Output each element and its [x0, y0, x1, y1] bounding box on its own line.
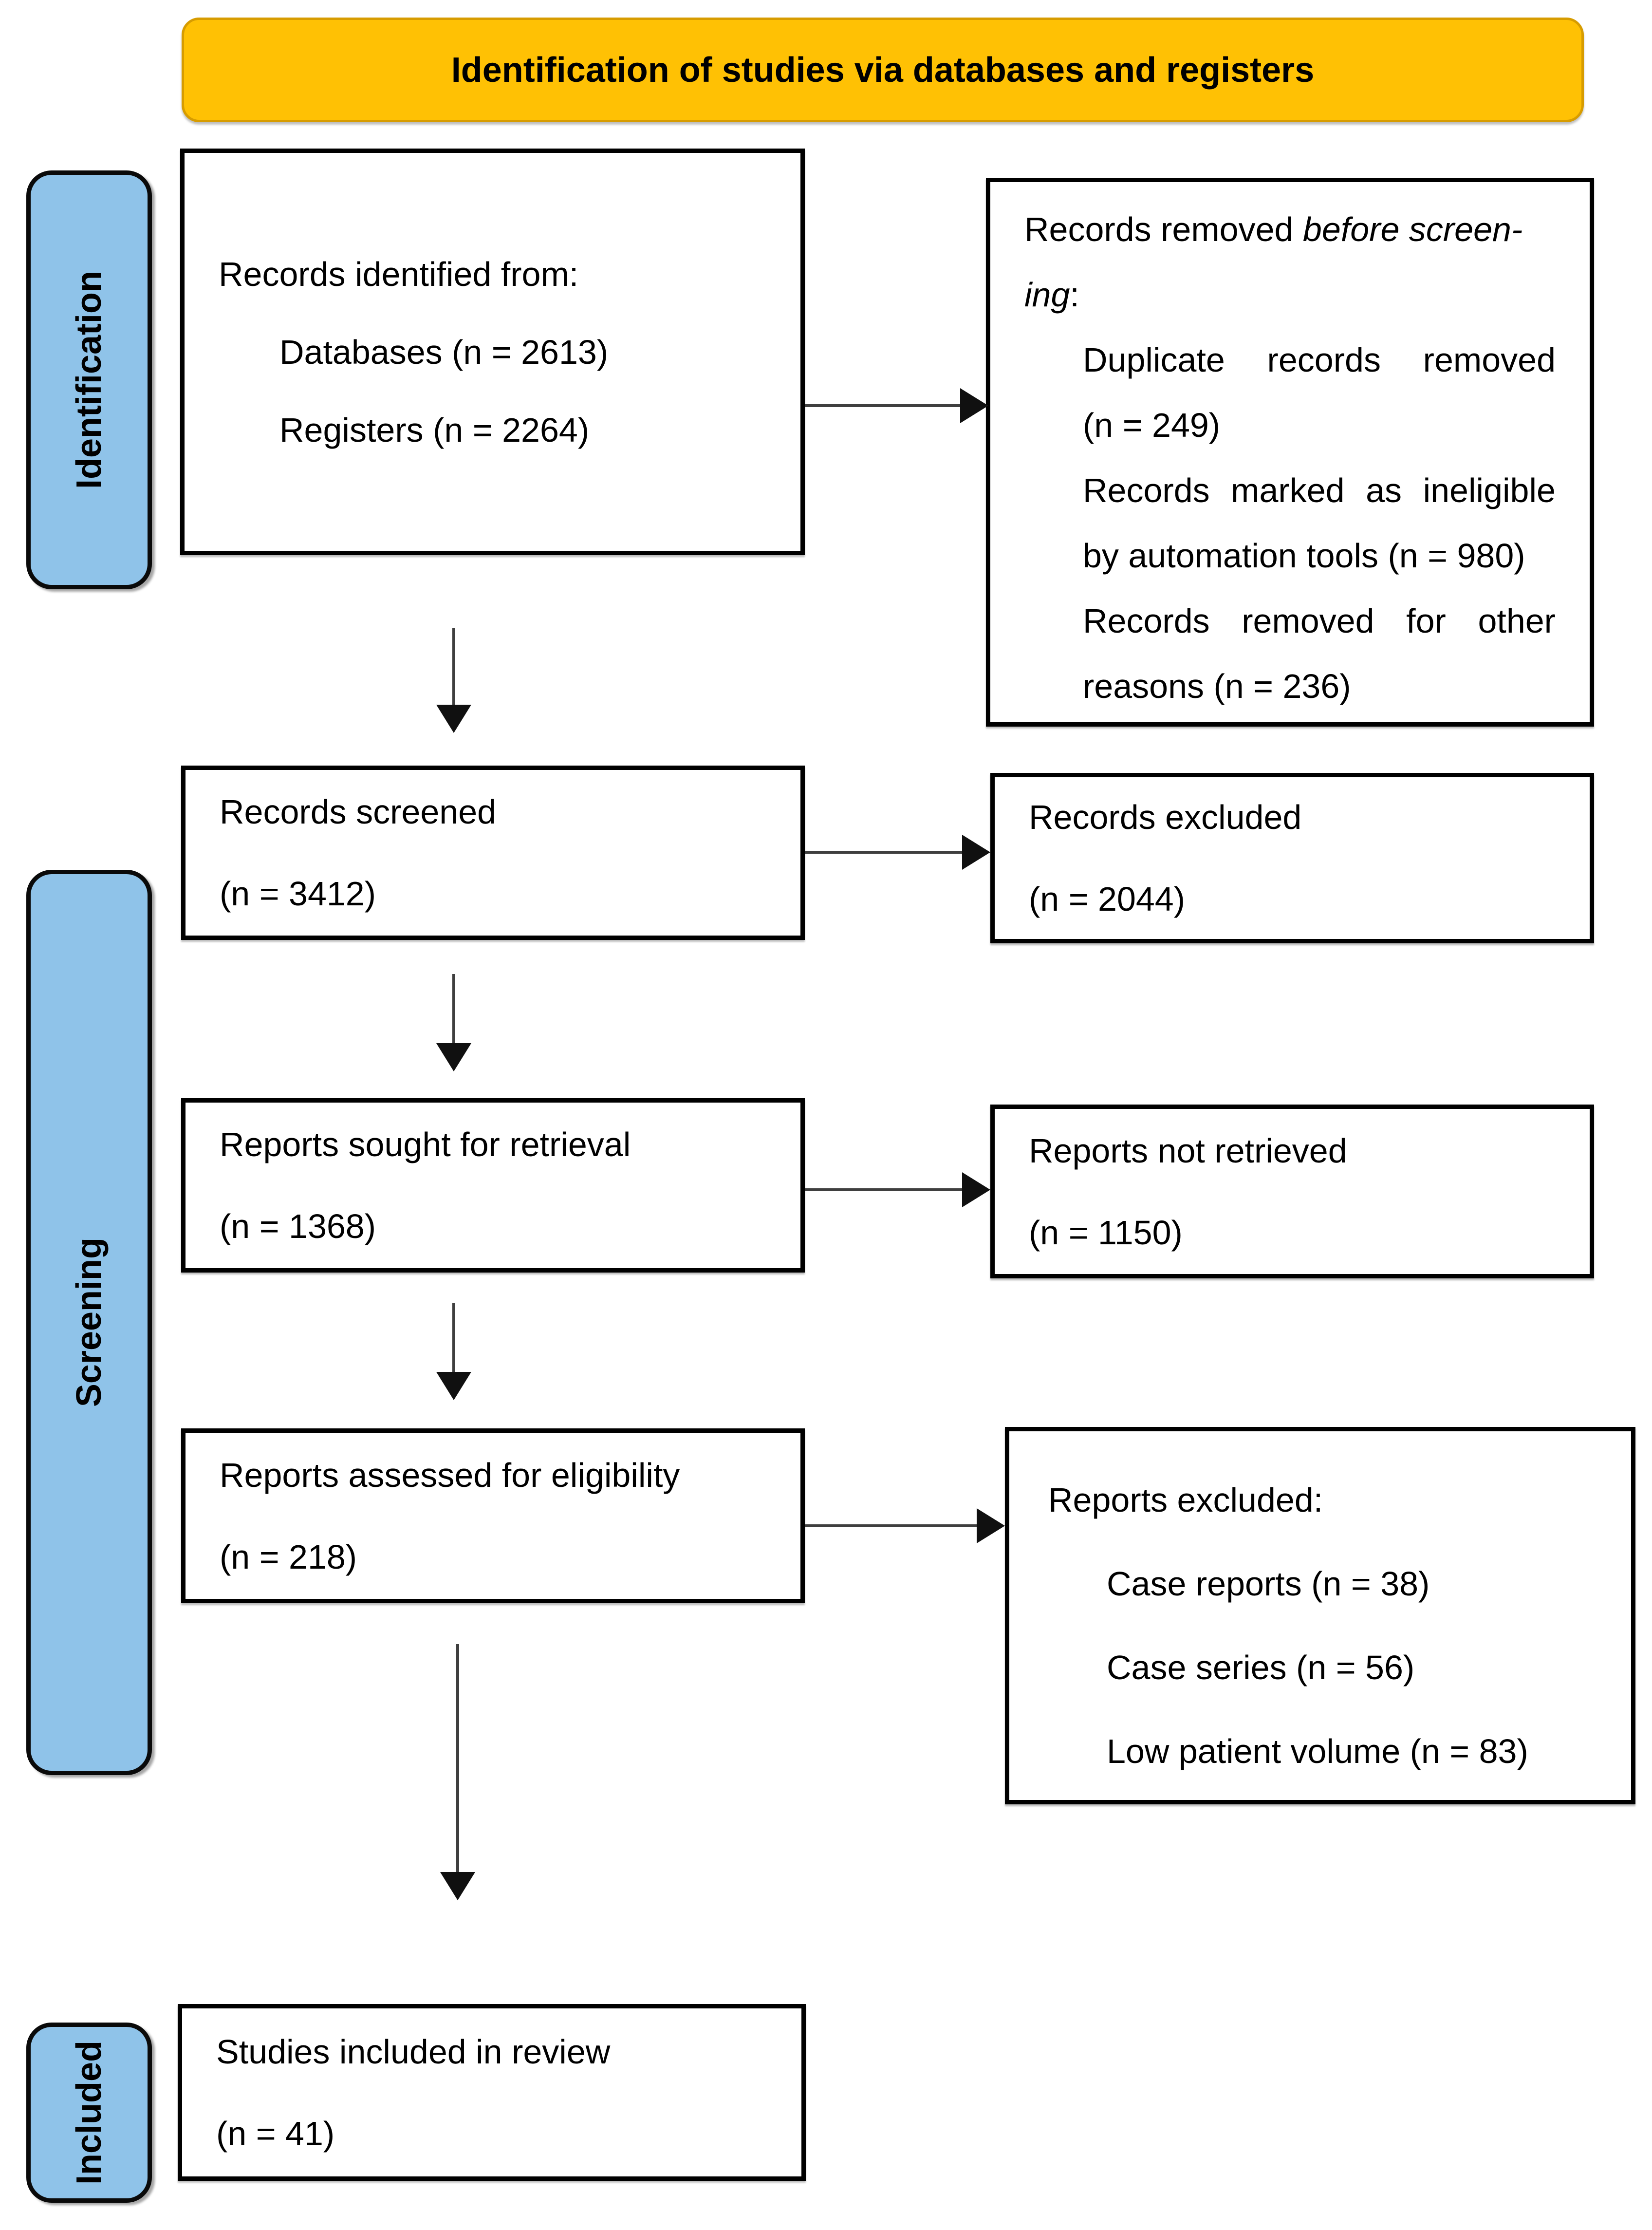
box-line: Records screened: [220, 793, 497, 831]
box-records-excluded: Records excluded (n = 2044): [990, 773, 1594, 943]
arrow-screened-to-sought: [436, 974, 471, 1071]
box-line: reasons (n = 236): [1083, 667, 1351, 705]
box-line: Reports not retrieved: [1029, 1131, 1347, 1170]
text-word: Duplicate: [1083, 341, 1225, 379]
box-line: (n = 41): [216, 2114, 335, 2153]
text-word: Records: [1083, 602, 1210, 640]
text-word: other: [1478, 602, 1556, 640]
box-line: Reports assessed for eligibility: [220, 1456, 680, 1494]
box-line: by automation tools (n = 980): [1083, 537, 1525, 575]
text-run: Records removed: [1024, 210, 1303, 248]
box-reports-assessed: Reports assessed for eligibility (n = 21…: [181, 1428, 805, 1603]
box-line: (n = 3412): [220, 875, 376, 913]
arrow-shaft: [456, 1644, 459, 1873]
arrowhead-down-icon: [440, 1872, 475, 1900]
box-line: Databases (n = 2613): [279, 333, 609, 371]
text-word: ineligible: [1423, 471, 1556, 509]
box-line: ing:: [1024, 262, 1556, 327]
box-line: Studies included in review: [216, 2032, 611, 2071]
box-line: (n = 2044): [1029, 880, 1186, 918]
box-line: Duplicate records removed: [1083, 327, 1556, 393]
arrow-identified-to-removed: [805, 388, 988, 423]
box-line: Records identified from:: [219, 255, 579, 293]
box-line: Records removed before screen-: [1024, 197, 1556, 262]
arrowhead-right-icon: [962, 1172, 990, 1207]
arrowhead-down-icon: [436, 1372, 471, 1400]
text-word: removed: [1423, 341, 1556, 379]
box-line: Reports excluded:: [1048, 1480, 1323, 1519]
arrowhead-right-icon: [960, 388, 988, 423]
arrow-sought-to-not-retrieved: [805, 1172, 990, 1207]
stage-label-screening: Screening: [26, 870, 152, 1775]
stage-label-screening-text: Screening: [70, 1237, 109, 1407]
text-word: records: [1267, 341, 1381, 379]
arrowhead-down-icon: [436, 705, 471, 733]
text-run: :: [1070, 276, 1079, 314]
text-run-italic: ing: [1024, 276, 1070, 314]
arrowhead-right-icon: [962, 835, 990, 870]
arrow-assessed-to-reports-excluded: [805, 1508, 1005, 1543]
arrow-shaft: [805, 1524, 981, 1527]
box-line: Low patient volume (n = 83): [1107, 1732, 1528, 1770]
box-line: (n = 249): [1083, 406, 1221, 444]
stage-label-identification-text: Identification: [70, 271, 109, 489]
box-records-screened: Records screened (n = 3412): [181, 766, 805, 940]
arrowhead-down-icon: [436, 1043, 471, 1071]
box-line: Reports sought for retrieval: [220, 1125, 631, 1163]
arrow-shaft: [805, 404, 964, 407]
box-line: Records removed for other: [1083, 588, 1556, 654]
box-records-removed: Records removed before screen- ing: Dupl…: [986, 178, 1594, 727]
text-word: for: [1406, 602, 1446, 640]
box-reports-excluded: Reports excluded: Case reports (n = 38) …: [1005, 1427, 1635, 1804]
arrow-identified-to-screened: [436, 628, 471, 733]
arrow-sought-to-assessed: [436, 1303, 471, 1400]
header-title: Identification of studies via databases …: [451, 50, 1315, 90]
box-line: Records excluded: [1029, 798, 1302, 836]
arrow-shaft: [452, 1303, 455, 1373]
box-line: Registers (n = 2264): [279, 411, 590, 449]
header-banner: Identification of studies via databases …: [182, 18, 1584, 122]
box-reports-not-retrieved: Reports not retrieved (n = 1150): [990, 1105, 1594, 1278]
box-studies-included: Studies included in review (n = 41): [178, 2004, 806, 2181]
box-line: (n = 1150): [1029, 1213, 1183, 1252]
box-line: Case series (n = 56): [1107, 1648, 1415, 1687]
arrow-screened-to-excluded: [805, 835, 990, 870]
arrow-assessed-to-included: [440, 1644, 475, 1900]
text-word: Records: [1083, 471, 1210, 509]
stage-label-included: Included: [26, 2023, 152, 2203]
arrow-shaft: [452, 628, 455, 706]
arrow-shaft: [452, 974, 455, 1045]
stage-label-identification: Identification: [26, 170, 152, 589]
text-word: marked: [1231, 471, 1345, 509]
box-records-identified: Records identified from: Databases (n = …: [180, 149, 805, 555]
stage-label-included-text: Included: [70, 2040, 109, 2185]
box-line: (n = 1368): [220, 1207, 376, 1245]
box-line: Records marked as ineligible: [1083, 458, 1556, 523]
arrowhead-right-icon: [977, 1508, 1005, 1543]
box-reports-sought: Reports sought for retrieval (n = 1368): [181, 1098, 805, 1273]
box-line: Case reports (n = 38): [1107, 1564, 1430, 1603]
box-line: (n = 218): [220, 1537, 357, 1576]
text-word: as: [1366, 471, 1402, 509]
text-word: removed: [1242, 602, 1374, 640]
arrow-shaft: [805, 1188, 966, 1191]
text-run-italic: before screen-: [1302, 210, 1523, 248]
arrow-shaft: [805, 851, 966, 854]
